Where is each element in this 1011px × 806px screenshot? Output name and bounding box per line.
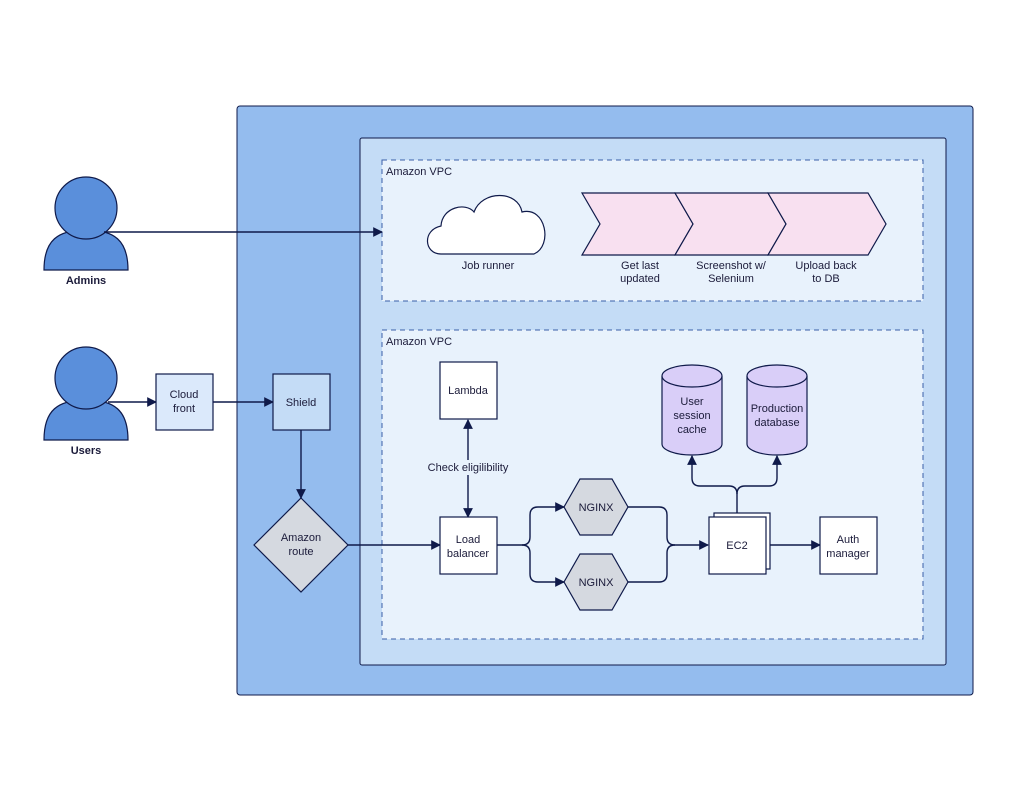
edge-ec2-to-cache xyxy=(687,455,738,515)
nginx-top-node[interactable]: NGINX xyxy=(563,478,629,536)
admins-label: Admins xyxy=(66,275,106,287)
step-label-line2: Selenium xyxy=(708,273,754,285)
auth-manager-label-line2: manager xyxy=(826,548,870,560)
diamond-shape xyxy=(253,497,349,593)
users-label: Users xyxy=(71,445,102,457)
lambda-node[interactable]: Lambda xyxy=(439,361,498,420)
db-label-line2: database xyxy=(754,417,799,429)
chevron-shape xyxy=(766,192,887,256)
hexagon-shape xyxy=(563,478,629,536)
cloudfront-label-line2: front xyxy=(173,403,195,415)
hexagon-shape xyxy=(563,553,629,611)
step-label-line2: updated xyxy=(620,273,660,285)
ec2-label: EC2 xyxy=(726,540,747,552)
edge-lb-to-nginx-bottom xyxy=(521,544,565,587)
ec2-node[interactable]: EC2 xyxy=(708,512,771,575)
edge-nginx-bottom-to-ec2 xyxy=(628,544,676,583)
shield-label: Shield xyxy=(286,397,317,409)
job-runner-label: Job runner xyxy=(462,260,515,272)
admins-actor[interactable]: Admins xyxy=(43,176,129,287)
vpc-top-title: Amazon VPC xyxy=(386,166,452,178)
nginx-top-label: NGINX xyxy=(579,502,615,514)
nginx-bottom-node[interactable]: NGINX xyxy=(563,553,629,611)
auth-manager-node[interactable]: Auth manager xyxy=(819,516,878,575)
load-balancer-box xyxy=(439,516,498,575)
cloudfront-box xyxy=(155,373,214,431)
database-icon xyxy=(661,364,723,456)
lambda-label: Lambda xyxy=(448,385,489,397)
database-icon xyxy=(746,364,808,456)
ec2-box-front xyxy=(708,516,767,575)
amazon-route-label-line2: route xyxy=(288,546,313,558)
step-label-line2: to DB xyxy=(812,273,840,285)
auth-manager-label-line1: Auth xyxy=(837,534,860,546)
users-actor[interactable]: Users xyxy=(43,346,129,457)
edge-lb-to-nginx-top xyxy=(497,502,565,546)
load-balancer-label-line1: Load xyxy=(456,534,480,546)
step-upload-back-to-db[interactable]: Upload back to DB xyxy=(766,192,887,285)
step-label-line1: Screenshot w/ xyxy=(696,260,767,272)
step-label-line1: Get last xyxy=(621,260,659,272)
db-label-line1: Production xyxy=(751,403,804,415)
person-icon xyxy=(43,176,129,271)
load-balancer-node[interactable]: Load balancer xyxy=(439,516,498,575)
cloudfront-label-line1: Cloud xyxy=(170,389,199,401)
edge-ec2-to-db xyxy=(736,455,782,495)
amazon-route-label-line1: Amazon xyxy=(281,532,321,544)
check-eligibility-label: Check eligilibility xyxy=(428,462,509,474)
cloud-icon xyxy=(426,194,546,255)
job-runner-node[interactable]: Job runner xyxy=(426,194,546,273)
nginx-bottom-label: NGINX xyxy=(579,577,615,589)
person-icon xyxy=(43,346,129,441)
load-balancer-label-line2: balancer xyxy=(447,548,490,560)
edge-nginx-top-to-ec2 xyxy=(628,506,709,550)
shield-node[interactable]: Shield xyxy=(272,373,331,431)
check-eligibility-label-bg xyxy=(425,460,511,475)
cache-label-line3: cache xyxy=(677,424,706,436)
vpc-bottom-title: Amazon VPC xyxy=(386,336,452,348)
cache-label-line2: session xyxy=(673,410,710,422)
shield-box xyxy=(272,373,331,431)
step-screenshot-selenium[interactable]: Screenshot w/ Selenium xyxy=(673,192,787,285)
auth-manager-box xyxy=(819,516,878,575)
cache-label-line1: User xyxy=(680,396,704,408)
cloudfront-node[interactable]: Cloud front xyxy=(155,373,214,431)
user-session-cache-node[interactable]: User session cache xyxy=(661,364,723,456)
amazon-route-node[interactable]: Amazon route xyxy=(253,497,349,593)
production-database-node[interactable]: Production database xyxy=(746,364,808,456)
step-label-line1: Upload back xyxy=(795,260,857,272)
lambda-box xyxy=(439,361,498,420)
